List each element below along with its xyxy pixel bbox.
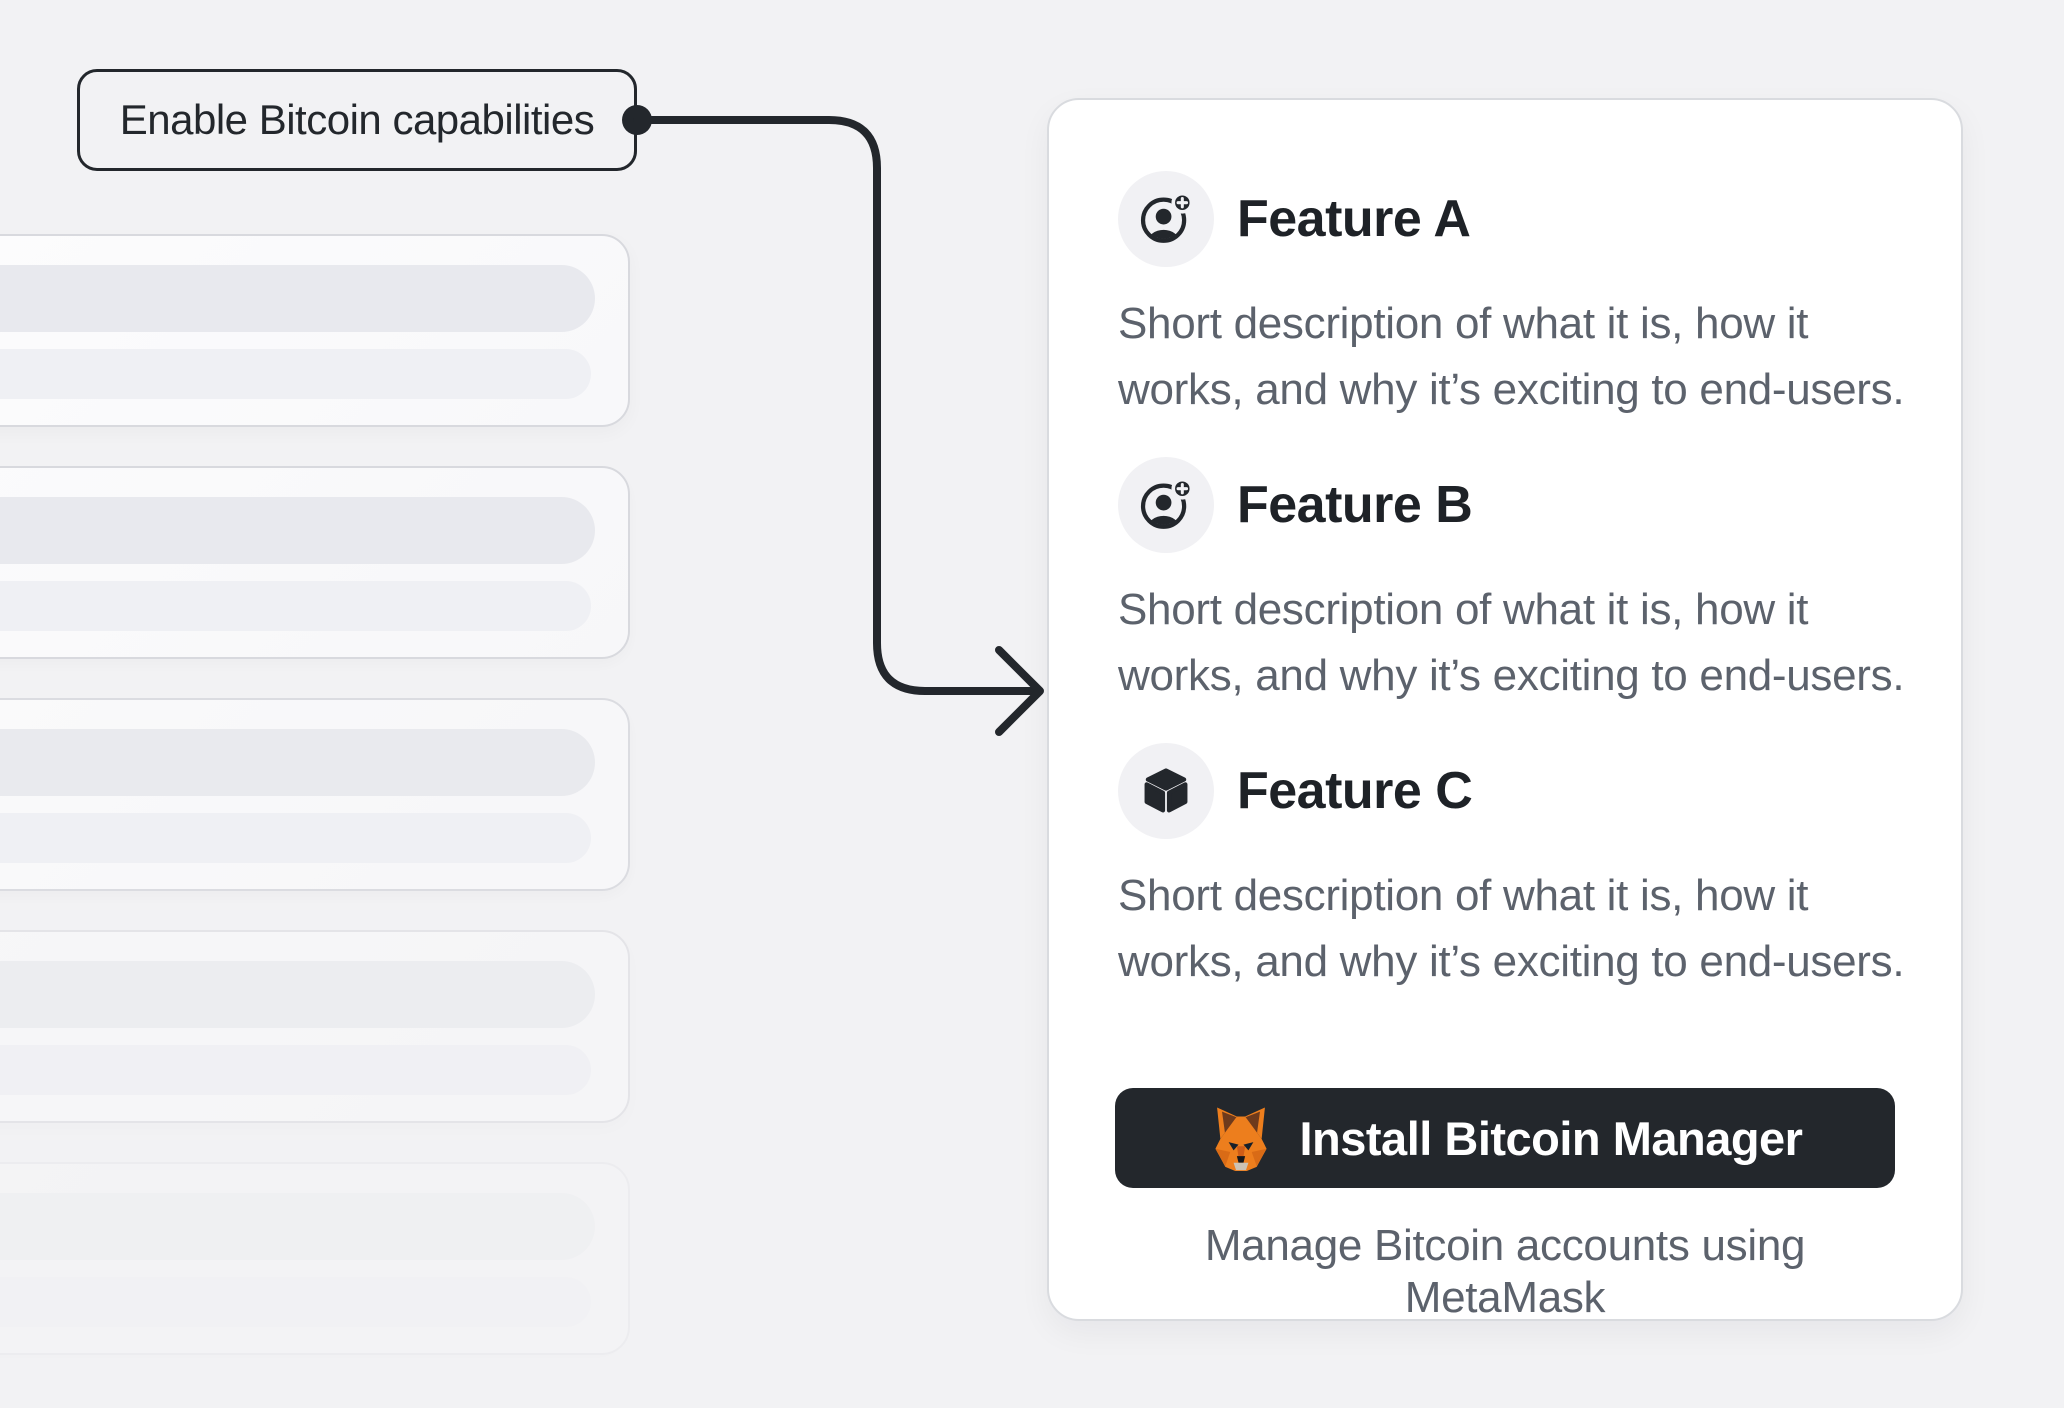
skeleton-line [0, 349, 591, 399]
feature-description: Short description of what it is, how it … [1118, 291, 1905, 423]
feature-description-line: works, and why it’s exciting to end-user… [1118, 365, 1905, 414]
skeleton-line [0, 1045, 591, 1095]
skeleton-line [0, 813, 591, 863]
skeleton-card [0, 698, 630, 891]
cube-icon [1118, 743, 1214, 839]
skeleton-line [0, 581, 591, 631]
arrowhead [995, 646, 1044, 736]
skeleton-card [0, 466, 630, 659]
user-add-icon [1118, 457, 1214, 553]
feature-header: Feature C [1118, 743, 1892, 839]
feature-description: Short description of what it is, how it … [1118, 863, 1905, 995]
feature-description-line: Short description of what it is, how it [1118, 585, 1809, 634]
feature-panel: Feature A Short description of what it i… [1047, 98, 1963, 1321]
callout-label-text: Enable Bitcoin capabilities [119, 96, 595, 143]
install-bitcoin-manager-button[interactable]: Install Bitcoin Manager [1115, 1088, 1895, 1188]
feature-item-b: Feature B Short description of what it i… [1118, 457, 1905, 709]
feature-description-line: works, and why it’s exciting to end-user… [1118, 651, 1905, 700]
skeleton-line [0, 729, 595, 796]
feature-description: Short description of what it is, how it … [1118, 577, 1905, 709]
feature-description-line: Short description of what it is, how it [1118, 299, 1809, 348]
skeleton-line [0, 1193, 595, 1260]
skeleton-line [0, 961, 595, 1028]
callout-label: Enable Bitcoin capabilities [77, 69, 637, 171]
feature-title: Feature B [1237, 476, 1473, 534]
feature-item-a: Feature A Short description of what it i… [1118, 171, 1905, 423]
panel-footer: Install Bitcoin Manager Manage Bitcoin a… [1049, 1031, 1961, 1321]
feature-header: Feature A [1118, 171, 1892, 267]
feature-list: Feature A Short description of what it i… [1049, 100, 1961, 995]
skeleton-line [0, 497, 595, 564]
metamask-fox-icon [1208, 1105, 1274, 1171]
connector-line [633, 116, 1042, 695]
skeleton-card [0, 1162, 630, 1355]
install-button-label: Install Bitcoin Manager [1299, 1111, 1803, 1165]
feature-description-line: works, and why it’s exciting to end-user… [1118, 937, 1905, 986]
feature-title: Feature A [1237, 190, 1471, 248]
skeleton-line [0, 265, 595, 332]
skeleton-card [0, 234, 630, 427]
panel-caption: Manage Bitcoin accounts using MetaMask [1204, 1221, 1806, 1321]
feature-item-c: Feature C Short description of what it i… [1118, 743, 1905, 995]
skeleton-line [0, 1277, 591, 1327]
feature-header: Feature B [1118, 457, 1892, 553]
feature-description-line: Short description of what it is, how it [1118, 871, 1809, 920]
feature-title: Feature C [1237, 762, 1473, 820]
user-add-icon [1118, 171, 1214, 267]
skeleton-card [0, 930, 630, 1123]
skeleton-card-list [0, 234, 630, 1355]
